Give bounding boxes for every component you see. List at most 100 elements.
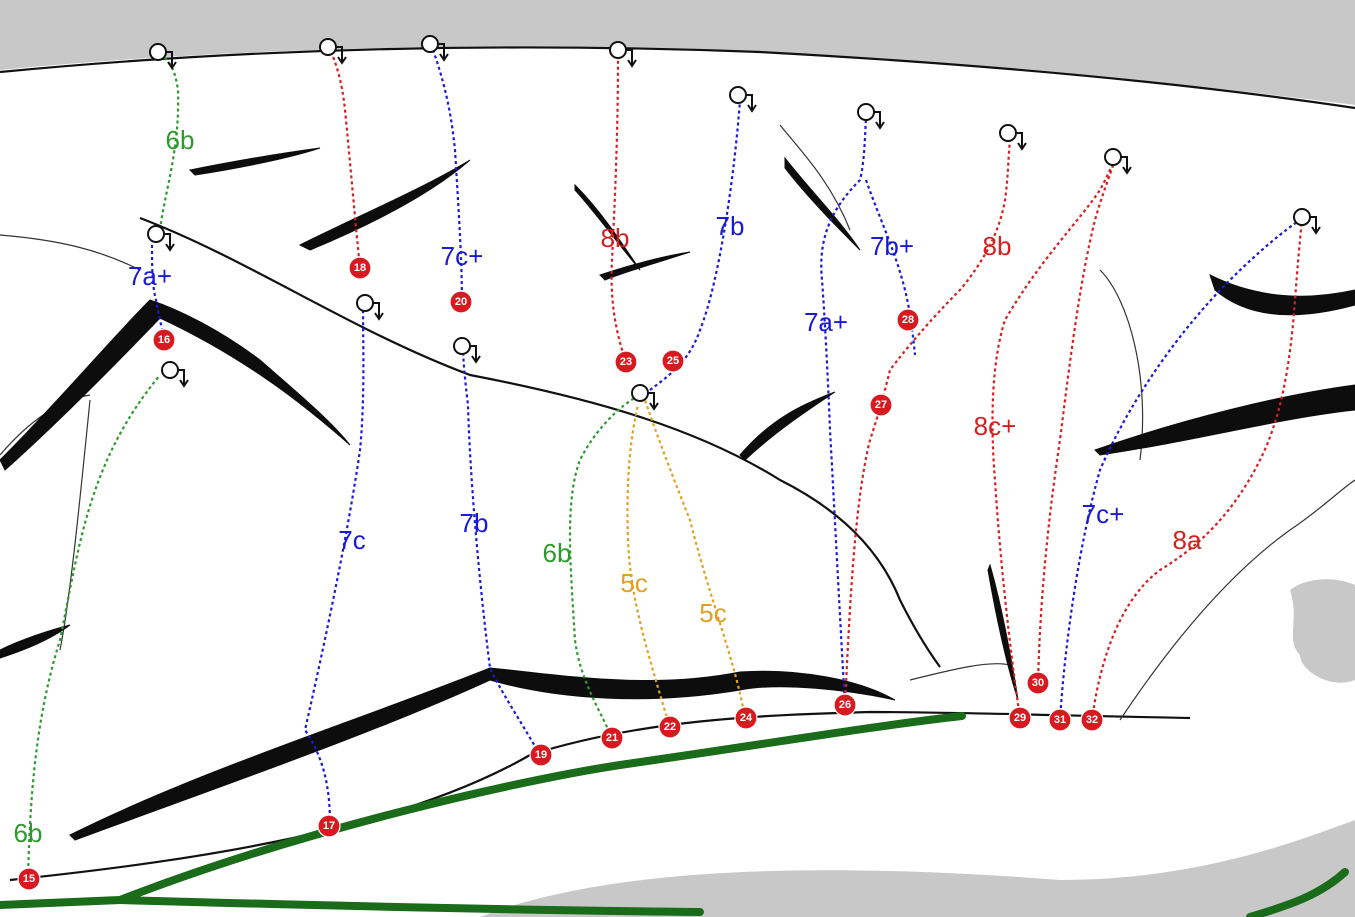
route-line-3 [150, 244, 167, 341]
anchor-icon [729, 86, 757, 113]
marker-number: 26 [839, 699, 851, 711]
grade-label-7b-upper: 7b [716, 211, 745, 241]
marker-number: 25 [667, 355, 679, 367]
marker-circle [600, 726, 624, 750]
route-marker-31: 31 [1048, 708, 1072, 732]
route-line-13 [820, 119, 868, 706]
route-line-16 [991, 159, 1116, 719]
marker-number: 17 [323, 820, 335, 832]
grade-label-7c: 7c [338, 525, 365, 555]
route-line-10 [643, 399, 747, 719]
grade-label-8a: 8a [1173, 525, 1202, 555]
marker-circle [833, 693, 857, 717]
route-line-17 [1036, 159, 1117, 684]
route-marker-20: 20 [449, 290, 473, 314]
marker-circle [1048, 708, 1072, 732]
anchor-icon [453, 337, 481, 364]
grade-label-7a+-right: 7a+ [804, 307, 848, 337]
anchor-icon [319, 38, 347, 65]
grade-label-7b-center: 7b [460, 508, 489, 538]
marker-circle [317, 814, 341, 838]
marker-circle [869, 393, 893, 417]
marker-circle [529, 743, 553, 767]
anchor-icon [999, 124, 1027, 151]
anchor-icon [609, 41, 637, 68]
marker-circle [1008, 706, 1032, 730]
anchor-icon [421, 35, 449, 62]
route-line-15 [864, 179, 917, 356]
route-marker-29: 29 [1008, 706, 1032, 730]
marker-circle [17, 867, 41, 891]
marker-number: 23 [620, 356, 632, 368]
route-marker-16: 16 [152, 328, 176, 352]
grade-label-5c-left: 5c [620, 568, 647, 598]
route-marker-32: 32 [1080, 708, 1104, 732]
marker-circle [348, 256, 372, 280]
grade-labels: 6b 7a+ 6b 7c 7c+ 7b 6b 5c 5c 8b 7b 7a+ 7… [14, 125, 1202, 848]
cracks [0, 147, 1355, 841]
route-marker-28: 28 [896, 308, 920, 332]
route-number-markers: 15 16 17 18 19 20 21 22 23 24 25 26 27 28 29 30 31 32 [17, 256, 1104, 891]
route-marker-25: 25 [661, 349, 685, 373]
anchor-icon [1293, 208, 1321, 235]
marker-circle [658, 715, 682, 739]
route-line-1 [26, 374, 161, 879]
grade-label-7a+-left: 7a+ [128, 261, 172, 291]
marker-number: 27 [875, 399, 887, 411]
route-marker-24: 24 [734, 706, 758, 730]
marker-number: 18 [354, 262, 366, 274]
anchor-icon [1104, 148, 1132, 175]
route-line-14 [843, 139, 1012, 706]
grade-label-5c-right: 5c [699, 598, 726, 628]
grade-label-6b-lower-left: 6b [14, 818, 43, 848]
route-line-5 [329, 49, 362, 269]
route-marker-23: 23 [614, 350, 638, 374]
grade-label-7c+-upper: 7c+ [441, 241, 484, 271]
marker-number: 22 [664, 721, 676, 733]
route-line-12 [649, 99, 742, 391]
anchors-layer [147, 35, 1321, 411]
grade-label-8c+: 8c+ [974, 411, 1017, 441]
marker-number: 24 [740, 712, 753, 724]
marker-circle [661, 349, 685, 373]
marker-number: 16 [158, 334, 170, 346]
route-line-4 [303, 304, 365, 826]
route-marker-26: 26 [833, 693, 857, 717]
marker-number: 15 [23, 873, 35, 885]
route-marker-27: 27 [869, 393, 893, 417]
route-line-7 [430, 46, 464, 303]
grade-label-6b-center: 6b [543, 538, 572, 568]
marker-number: 20 [455, 296, 467, 308]
route-marker-30: 30 [1026, 671, 1050, 695]
route-marker-18: 18 [348, 256, 372, 280]
route-line-11 [610, 59, 628, 363]
marker-number: 30 [1032, 677, 1044, 689]
routes-layer [26, 46, 1304, 879]
anchor-icon [857, 103, 885, 130]
marker-circle [734, 706, 758, 730]
marker-circle [896, 308, 920, 332]
grade-label-8b-right: 8b [983, 231, 1012, 261]
grade-label-8b-center: 8b [601, 223, 630, 253]
anchor-icon [161, 361, 189, 388]
route-marker-22: 22 [658, 715, 682, 739]
wall-outlines [0, 46, 1355, 882]
anchor-icon [149, 43, 177, 70]
marker-number: 21 [606, 732, 618, 744]
marker-number: 32 [1086, 714, 1098, 726]
route-line-9 [626, 404, 672, 729]
route-marker-17: 17 [317, 814, 341, 838]
marker-number: 19 [535, 749, 547, 761]
route-marker-21: 21 [600, 726, 624, 750]
marker-circle [614, 350, 638, 374]
marker-circle [152, 328, 176, 352]
anchor-icon [147, 225, 175, 252]
marker-number: 28 [902, 314, 914, 326]
marker-number: 31 [1054, 714, 1066, 726]
ground-path [0, 712, 1349, 917]
route-line-6 [461, 344, 541, 756]
grade-label-6b-upper-left: 6b [166, 125, 195, 155]
route-marker-19: 19 [529, 743, 553, 767]
marker-circle [449, 290, 473, 314]
